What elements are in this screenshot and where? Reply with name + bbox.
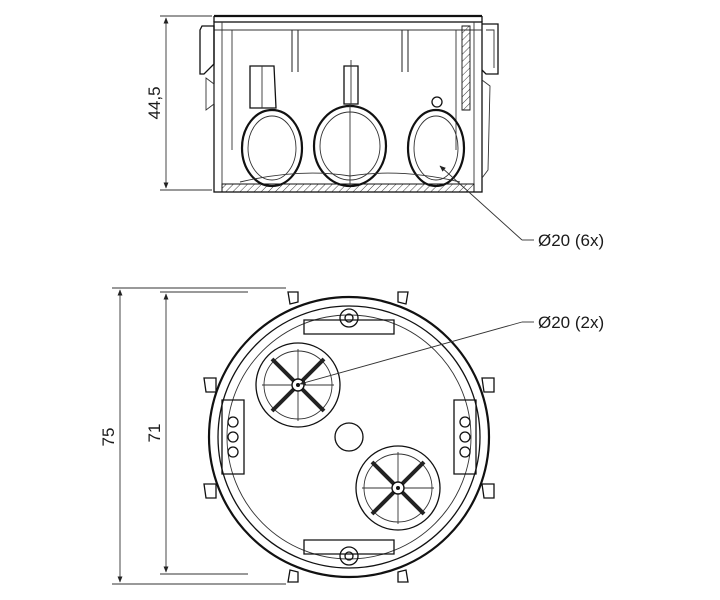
bottom-knockout-upper xyxy=(255,342,341,428)
bottom-knockout-lower xyxy=(355,445,441,531)
bottom-screw-lug xyxy=(339,546,359,566)
top-screw-lug xyxy=(339,308,359,328)
bottom-knockouts-label: Ø20 (2x) xyxy=(538,313,604,332)
outer-diameter-dimension: 75 xyxy=(99,287,286,585)
inner-diameter-dimension: 71 xyxy=(145,291,248,575)
side-knockout-right xyxy=(406,108,466,188)
center-hole xyxy=(334,422,364,452)
height-dimension: 44,5 xyxy=(145,15,212,191)
bottom-callout: Ø20 (2x) xyxy=(299,313,604,385)
outer-diameter-label: 75 xyxy=(99,428,118,447)
height-dimension-label: 44,5 xyxy=(145,86,164,119)
outer-ring xyxy=(207,295,491,579)
side-view xyxy=(199,14,499,193)
side-knockout-left xyxy=(240,108,304,188)
side-callout: Ø20 (6x) xyxy=(439,165,604,250)
inner-diameter-label: 71 xyxy=(145,424,164,443)
inner-ring xyxy=(217,305,481,569)
top-view xyxy=(203,291,495,583)
side-knockouts-label: Ø20 (6x) xyxy=(538,231,604,250)
